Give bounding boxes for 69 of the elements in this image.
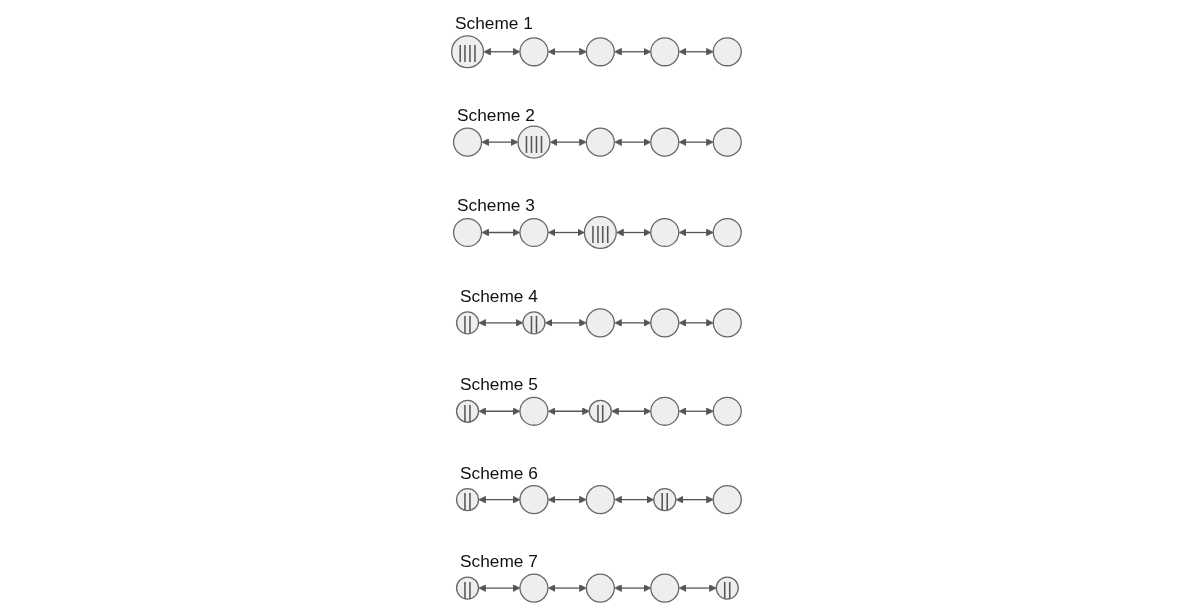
double-arrow [478,495,520,504]
circle-node [712,396,742,426]
tally-circle: || [588,399,612,423]
double-arrow [675,495,714,504]
circle-node [649,573,679,603]
circle-node [452,127,482,157]
double-arrow [481,138,518,146]
double-arrow [610,407,651,416]
circle-node [712,37,742,67]
double-arrow [613,48,651,56]
double-arrow [483,48,520,56]
circle-node [585,37,615,67]
double-arrow [478,407,520,416]
scheme-title: Scheme 2 [456,105,535,125]
double-arrow [547,495,587,504]
circle-node [649,308,679,338]
double-arrow [613,319,651,327]
circle-node [518,573,549,603]
tally-circle: || [652,488,676,512]
double-arrow [613,495,654,504]
circle-node [649,217,679,248]
double-arrow [678,48,714,56]
tally-circle: || [521,311,546,335]
double-arrow [547,407,590,416]
scheme-title: Scheme 5 [459,374,538,395]
double-arrow [478,319,523,327]
scheme-title: Scheme 6 [459,462,538,483]
double-arrow [678,319,714,327]
double-arrow [678,138,714,146]
circle-node [649,396,679,426]
circle-node [712,485,742,515]
circle-node [518,37,549,67]
tally-circle: |||| [450,35,484,69]
circle-node [649,127,679,157]
circle-node [585,127,615,157]
double-arrow [678,228,714,237]
circle-node [452,217,482,248]
circle-node [518,217,549,248]
scheme-title: Scheme 7 [459,550,538,571]
scheme-title: Scheme 4 [459,285,538,306]
double-arrow [615,228,651,237]
circle-node [712,217,742,248]
double-arrow [547,48,587,56]
scheme-title: Scheme 3 [456,195,535,216]
double-arrow [547,584,587,592]
double-arrow [547,228,585,237]
double-arrow [613,584,651,592]
tally-circle: |||| [583,215,617,250]
scheme-title: Scheme 1 [454,13,533,33]
circle-node [712,308,742,338]
circle-node [712,127,742,157]
double-arrow [544,319,587,327]
double-arrow [549,138,587,146]
double-arrow [478,584,520,592]
tally-circle: || [455,311,479,335]
double-arrow [481,228,520,237]
tally-circle: || [715,576,739,600]
double-arrow [678,407,714,416]
tally-circle: || [455,399,479,423]
circle-node [649,37,679,67]
circle-node [585,573,615,603]
tally-circle: || [455,576,479,600]
circle-node [585,308,615,338]
circle-node [518,396,549,426]
circle-node [518,485,549,515]
tally-circle: || [455,488,479,512]
double-arrow [613,138,651,146]
tally-circle: |||| [516,125,551,159]
circle-node [585,485,615,515]
